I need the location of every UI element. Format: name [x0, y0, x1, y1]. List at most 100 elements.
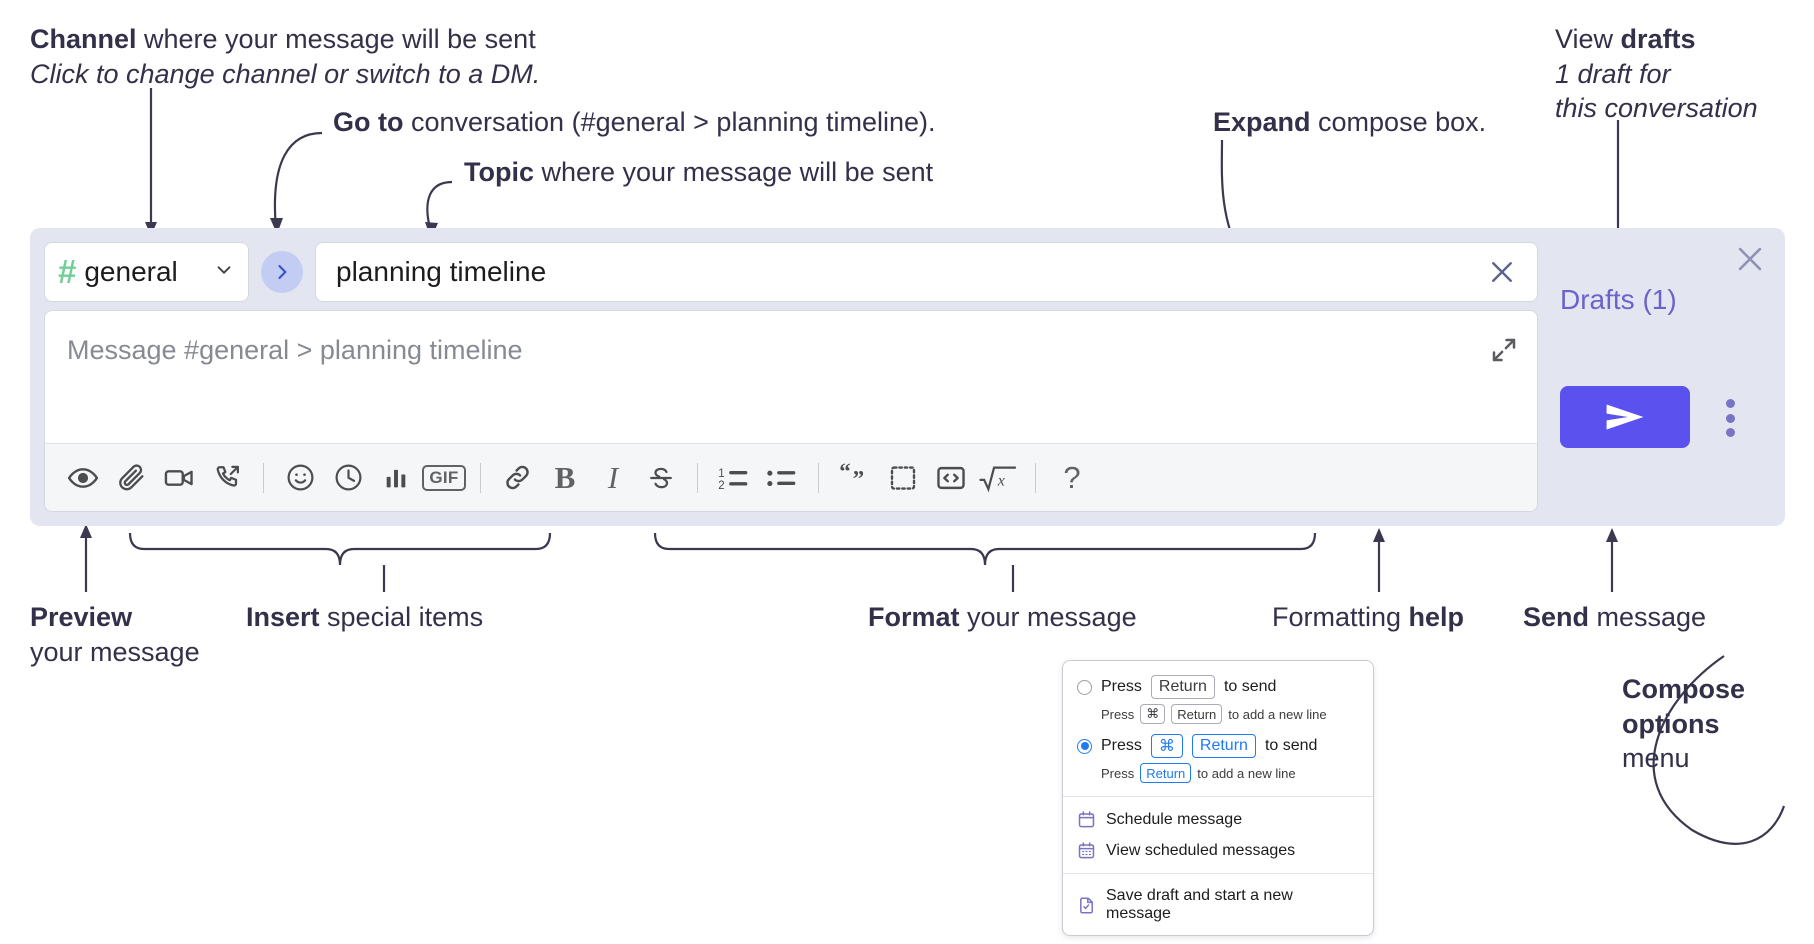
bold-icon[interactable]: B [541, 454, 589, 502]
toolbar-separator [818, 462, 819, 493]
annotation-drafts-bold: drafts [1620, 24, 1696, 54]
menu-divider [1063, 796, 1373, 797]
annotation-drafts-plain: View [1555, 24, 1621, 54]
annotation-channel: Channel where your message will be sent … [30, 22, 540, 91]
annotation-insert-bold: Insert [246, 602, 320, 632]
radio-icon[interactable] [1077, 679, 1092, 695]
drafts-send-panel: Drafts (1) [1538, 228, 1785, 526]
italic-label: I [607, 459, 619, 495]
preview-icon[interactable] [59, 454, 107, 502]
option-prefix: Press [1101, 737, 1142, 754]
channel-selector[interactable]: # general [44, 242, 249, 302]
option-suffix: to send [1264, 737, 1318, 754]
annotation-send-rest: message [1589, 602, 1707, 632]
message-input-box[interactable]: Message #general > planning timeline [44, 310, 1538, 512]
close-icon[interactable] [1483, 253, 1521, 291]
compose-options-dropdown: Press Return to send Press ⌘ Return to a… [1062, 660, 1374, 936]
help-label: ? [1063, 459, 1081, 495]
send-option-return-sub: Press ⌘ Return to add a new line [1063, 703, 1373, 730]
schedule-message-icon [1077, 810, 1096, 829]
go-to-conversation-button[interactable] [261, 251, 303, 293]
option-suffix: to send [1223, 678, 1277, 695]
svg-text:x: x [997, 472, 1005, 489]
annotation-format: Format your message [868, 600, 1137, 635]
send-button[interactable] [1560, 386, 1690, 448]
annotation-help: Formatting help [1272, 600, 1464, 635]
bulleted-list-icon[interactable] [758, 454, 806, 502]
annotation-goto-bold: Go to [333, 107, 404, 137]
compose-widget: # general planning timeline Message #gen… [30, 228, 1785, 526]
annotation-preview-rest: your message [30, 636, 200, 667]
compose-header-row: # general planning timeline [44, 242, 1538, 302]
key-return: Return [1191, 734, 1256, 758]
help-icon[interactable]: ? [1048, 454, 1096, 502]
inline-code-icon[interactable] [927, 454, 975, 502]
emoji-icon[interactable] [276, 454, 324, 502]
topic-value: planning timeline [336, 256, 547, 287]
channel-name-label: general [84, 256, 178, 287]
menu-item-save-draft[interactable]: Save draft and start a new message [1063, 881, 1373, 929]
annotation-topic-bold: Topic [464, 157, 534, 187]
annotation-compose-options: Compose options menu [1622, 672, 1745, 776]
svg-text:“: “ [839, 461, 851, 484]
drafts-link[interactable]: Drafts (1) [1560, 284, 1677, 315]
annotation-format-bold: Format [868, 602, 960, 632]
annotation-send-bold: Send [1523, 602, 1590, 632]
audio-call-icon[interactable] [203, 454, 251, 502]
radio-icon-selected[interactable] [1077, 738, 1092, 754]
hash-icon: # [58, 252, 77, 290]
annotation-preview-bold: Preview [30, 602, 133, 632]
code-block-icon[interactable] [879, 454, 927, 502]
blockquote-icon[interactable]: “” [831, 454, 879, 502]
send-option-cmd-return-sub: Press Return to add a new line [1063, 762, 1373, 789]
close-icon[interactable] [1733, 242, 1767, 281]
annotation-compose-rest: menu [1622, 743, 1690, 774]
svg-text:1: 1 [718, 467, 724, 479]
annotation-expand: Expand compose box. [1213, 105, 1486, 140]
menu-item-label: Schedule message [1106, 810, 1243, 828]
annotation-format-rest: your message [959, 602, 1137, 632]
key-return: Return [1150, 675, 1215, 699]
menu-item-view-scheduled[interactable]: View scheduled messages [1063, 835, 1373, 866]
chevron-down-icon [213, 259, 235, 286]
compose-options-menu-button[interactable] [1716, 396, 1744, 440]
gif-label: GIF [422, 464, 466, 491]
topic-field[interactable]: planning timeline [315, 242, 1538, 302]
send-option-return[interactable]: Press Return to send [1063, 671, 1373, 703]
math-icon[interactable]: x [975, 454, 1023, 502]
gif-icon[interactable]: GIF [420, 454, 468, 502]
key-cmd: ⌘ [1150, 734, 1183, 758]
annotation-channel-bold: Channel [30, 24, 137, 54]
toolbar-separator [480, 462, 481, 493]
sub-prefix: Press [1101, 765, 1135, 781]
annotation-expand-bold: Expand [1213, 107, 1311, 137]
italic-icon[interactable]: I [589, 454, 637, 502]
key-cmd: ⌘ [1140, 704, 1166, 724]
annotation-goto: Go to conversation (#general > planning … [333, 105, 936, 140]
annotation-compose-bold2: options [1622, 708, 1720, 739]
menu-item-schedule-message[interactable]: Schedule message [1063, 804, 1373, 835]
annotation-insert-rest: special items [319, 602, 484, 632]
video-icon[interactable] [155, 454, 203, 502]
sub-prefix: Press [1101, 706, 1135, 722]
toolbar-separator [697, 462, 698, 493]
kebab-dot [1725, 399, 1735, 408]
send-option-cmd-return[interactable]: Press ⌘ Return to send [1063, 730, 1373, 762]
link-icon[interactable] [493, 454, 541, 502]
toolbar-separator [263, 462, 264, 493]
strikethrough-icon[interactable] [637, 454, 685, 502]
svg-text:2: 2 [718, 479, 724, 491]
menu-item-label: Save draft and start a new message [1106, 887, 1293, 922]
annotation-send: Send message [1523, 600, 1706, 635]
sub-suffix: to add a new line [1197, 765, 1296, 781]
poll-icon[interactable] [372, 454, 420, 502]
annotation-topic: Topic where your message will be sent [464, 155, 933, 190]
kebab-dot [1725, 428, 1735, 437]
annotation-insert: Insert special items [246, 600, 483, 635]
expand-icon[interactable] [1489, 335, 1519, 370]
schedule-clock-icon[interactable] [324, 454, 372, 502]
save-draft-icon [1077, 896, 1096, 915]
attachment-icon[interactable] [107, 454, 155, 502]
annotation-help-plain: Formatting [1272, 602, 1409, 632]
